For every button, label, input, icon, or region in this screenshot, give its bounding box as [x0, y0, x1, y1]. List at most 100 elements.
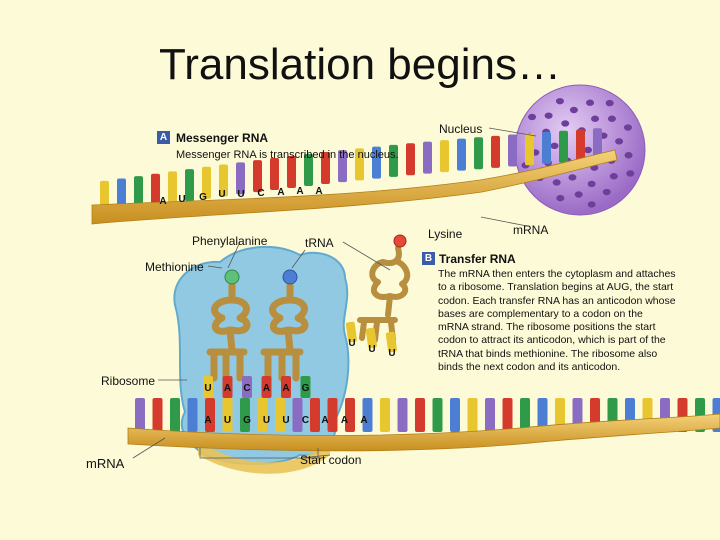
nuclear-pore: [623, 124, 632, 131]
nucleotide-bar: [310, 398, 320, 432]
nucleotide-bar: [205, 398, 215, 432]
nucleotide-bar: [168, 171, 177, 204]
nuclear-pore: [626, 170, 635, 177]
nucleotide-bar: [327, 398, 338, 432]
nucleotide-bar: [508, 134, 517, 167]
nucleotide-bar: [520, 398, 530, 432]
methionine-amino-acid: [224, 269, 240, 285]
section-a-subtitle: Messenger RNA is transcribed in the nucl…: [176, 149, 399, 161]
free-trna-lysine: [357, 245, 411, 343]
nucleotide-bar: [292, 398, 303, 432]
nucleotide-bar: [170, 398, 180, 432]
nuclear-pore: [586, 99, 595, 106]
top-mrna-base: A: [315, 186, 322, 197]
anticodon-base: A: [282, 383, 289, 394]
free-anticodon-base: U: [368, 344, 375, 355]
nucleotide-bar: [593, 128, 602, 161]
methionine-label: Methionine: [145, 260, 204, 274]
nucleotide-bar: [151, 173, 160, 206]
nucleotide-bar: [321, 152, 330, 185]
nucleotide-bar: [219, 164, 228, 197]
top-mrna-base: A: [296, 186, 303, 197]
nucleotide-bar: [202, 166, 211, 199]
anticodon-bar: [242, 376, 252, 398]
nuclear-pore: [591, 115, 600, 122]
lysine-label: Lysine: [428, 227, 463, 241]
bottom-mrna-base: A: [341, 415, 348, 426]
nuclear-pore: [550, 142, 559, 150]
trna-phenylalanine: [260, 281, 309, 382]
nucleotide-bar: [485, 398, 495, 432]
nuclear-pore: [587, 201, 596, 208]
nucleotide-bar: [257, 398, 268, 432]
bottom-mrna-base: A: [321, 415, 328, 426]
section-a-title: Messenger RNA: [176, 131, 269, 145]
nucleotide-bar: [270, 158, 279, 191]
nucleotide-bar: [397, 398, 408, 432]
anticodon-bar: [300, 376, 311, 398]
section-b-title: Transfer RNA: [439, 252, 516, 266]
nucleotide-bar: [372, 146, 381, 179]
nuclear-pore: [607, 115, 616, 122]
trna-label: tRNA: [305, 236, 334, 250]
nucleotide-bar: [502, 398, 513, 432]
nucleotide-bar: [525, 133, 534, 166]
section-a-badge: A: [157, 131, 170, 144]
nucleotide-bar: [134, 176, 143, 209]
nucleotide-bar: [467, 398, 478, 432]
trna-methionine: [206, 281, 251, 382]
top-mrna-base: U: [178, 194, 185, 205]
nucleotide-bar: [222, 398, 233, 432]
nucleotide-bar: [491, 135, 500, 168]
ribosome-label: Ribosome: [101, 374, 156, 388]
nuclear-pore: [615, 138, 624, 145]
anticodon-base: C: [243, 383, 250, 394]
bottom-mrna-base: A: [360, 415, 367, 426]
nucleotide-bar: [275, 398, 285, 432]
nucleotide-bar: [236, 162, 245, 195]
nucleotide-bar: [362, 398, 373, 432]
nucleotide-bar: [415, 398, 425, 432]
nucleotide-bar: [576, 129, 585, 162]
anticodon-base: G: [302, 383, 310, 394]
anticodon-bar: [203, 376, 213, 398]
nuclear-pore: [624, 152, 633, 159]
anticodon-bar: [222, 376, 233, 398]
mrna-top-label: mRNA: [513, 223, 549, 237]
nucleotide-bar: [187, 398, 198, 432]
section-b-badge: B: [422, 252, 435, 265]
bottom-mrna-base: U: [224, 415, 231, 426]
nucleotide-bar: [555, 398, 565, 432]
top-mrna-base: U: [237, 189, 244, 200]
nuclear-pore: [568, 174, 577, 181]
nucleotide-bar: [287, 156, 296, 189]
nucleotide-bar: [355, 148, 364, 181]
nucleotide-bar: [389, 144, 398, 177]
bottom-mrna-base: U: [282, 415, 289, 426]
nucleotide-bar: [537, 398, 548, 432]
nuclear-pore: [569, 106, 578, 114]
nucleotide-bar: [380, 398, 390, 432]
nucleotide-bar: [559, 130, 568, 163]
nuclear-pore: [528, 113, 537, 121]
nucleotide-bar: [440, 140, 449, 173]
bottom-mrna-base: U: [263, 415, 270, 426]
anticodon-bar: [281, 376, 291, 398]
top-mrna-base: A: [277, 187, 284, 198]
nucleotide-bar: [135, 398, 145, 432]
leader-lines: [132, 127, 537, 459]
anticodon-bar: [261, 376, 272, 398]
nuclear-pore: [584, 146, 592, 154]
top-mrna-base: C: [257, 188, 264, 199]
nuclear-pore: [602, 188, 611, 196]
phenylalanine-amino-acid: [282, 269, 298, 285]
nuclear-pore: [574, 191, 583, 198]
nucleotide-bar: [304, 153, 313, 186]
nucleotide-bar: [240, 398, 250, 432]
nucleotide-bar: [474, 137, 483, 170]
start-codon-label: Start codon: [300, 453, 362, 467]
phenylalanine-label: Phenylalanine: [192, 234, 268, 248]
